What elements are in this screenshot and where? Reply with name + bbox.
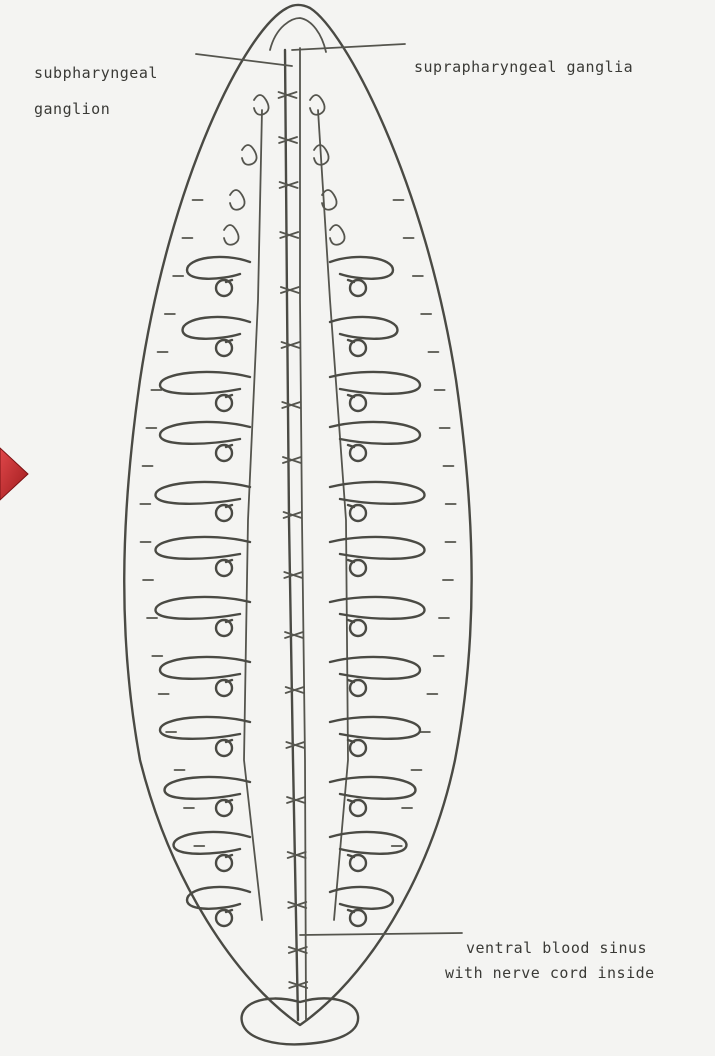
ganglion-mark (279, 137, 297, 143)
nephridium-left (156, 597, 251, 619)
nephridium-left (160, 372, 250, 394)
ventral-sinus-label-line1: ventral blood sinus (466, 937, 647, 959)
nephridium-right (330, 887, 393, 909)
nephridium-right (330, 257, 393, 279)
ganglion-mark (283, 457, 301, 463)
nerve-cord (285, 50, 298, 1020)
nephridium-left (160, 422, 250, 444)
nephridium-left (160, 657, 250, 679)
anterior-coils (224, 95, 345, 245)
ganglion-mark (286, 687, 304, 693)
head-loop (270, 18, 326, 52)
ganglion-mark (282, 342, 300, 348)
nephridium-right (330, 717, 420, 739)
red-arrow-icon (0, 448, 28, 500)
bladder-left (216, 740, 232, 756)
bladder-left (216, 340, 232, 356)
bladder-left (216, 620, 232, 636)
bladder-left (216, 680, 232, 696)
nephridium-right (330, 597, 425, 619)
ganglion-mark (282, 402, 300, 408)
body-outline (124, 5, 471, 1025)
blood-sinus-right (300, 48, 306, 1020)
ganglion-mark (280, 182, 298, 188)
bladder-left (216, 560, 232, 576)
ganglion-mark (285, 632, 303, 638)
nephridium-left (183, 317, 251, 339)
anterior-coil (330, 225, 345, 245)
nephridium-right (330, 777, 416, 799)
anterior-coil (230, 190, 245, 210)
nephridium-right (330, 372, 420, 394)
ganglion-mark (287, 797, 305, 803)
suprapharyngeal-leader (292, 44, 405, 50)
ganglion-mark (279, 92, 297, 98)
posterior-sucker (242, 998, 359, 1044)
nephridium-left (187, 887, 250, 909)
bladder-left (216, 855, 232, 871)
nephridium-right (330, 657, 420, 679)
nephridium-left (160, 717, 250, 739)
ganglion-mark (288, 902, 306, 908)
bladder-left (216, 395, 232, 411)
bladder-left (216, 445, 232, 461)
nephridium-left (156, 482, 251, 504)
ganglion-mark (286, 742, 304, 748)
bladder-left (216, 280, 232, 296)
nephridium-left (174, 832, 251, 854)
ganglion-mark (281, 287, 299, 293)
bladder-left (216, 800, 232, 816)
subpharyngeal-label-line1: subpharyngeal (34, 62, 158, 84)
ganglion-mark (288, 852, 306, 858)
lateral-vessel-left (244, 110, 262, 920)
anterior-coil (242, 145, 257, 165)
annulation-ticks (140, 200, 455, 846)
ganglion-mark (284, 512, 302, 518)
ganglion-mark (280, 232, 298, 238)
nephridium-right (330, 537, 425, 559)
nephridium-left (187, 257, 250, 279)
nephridium-left (165, 777, 251, 799)
bladder-left (216, 505, 232, 521)
ganglion-mark (284, 572, 302, 578)
bladder-left (216, 910, 232, 926)
subpharyngeal-label-line2: ganglion (34, 98, 110, 120)
ventral-sinus-label-line2: with nerve cord inside (445, 962, 655, 984)
nephridium-right (330, 422, 420, 444)
nephridium-right (330, 317, 398, 339)
nephridium-left (156, 537, 251, 559)
anterior-coil (224, 225, 239, 245)
ventral-sinus-leader (300, 933, 462, 935)
suprapharyngeal-label: suprapharyngeal ganglia (414, 56, 633, 78)
